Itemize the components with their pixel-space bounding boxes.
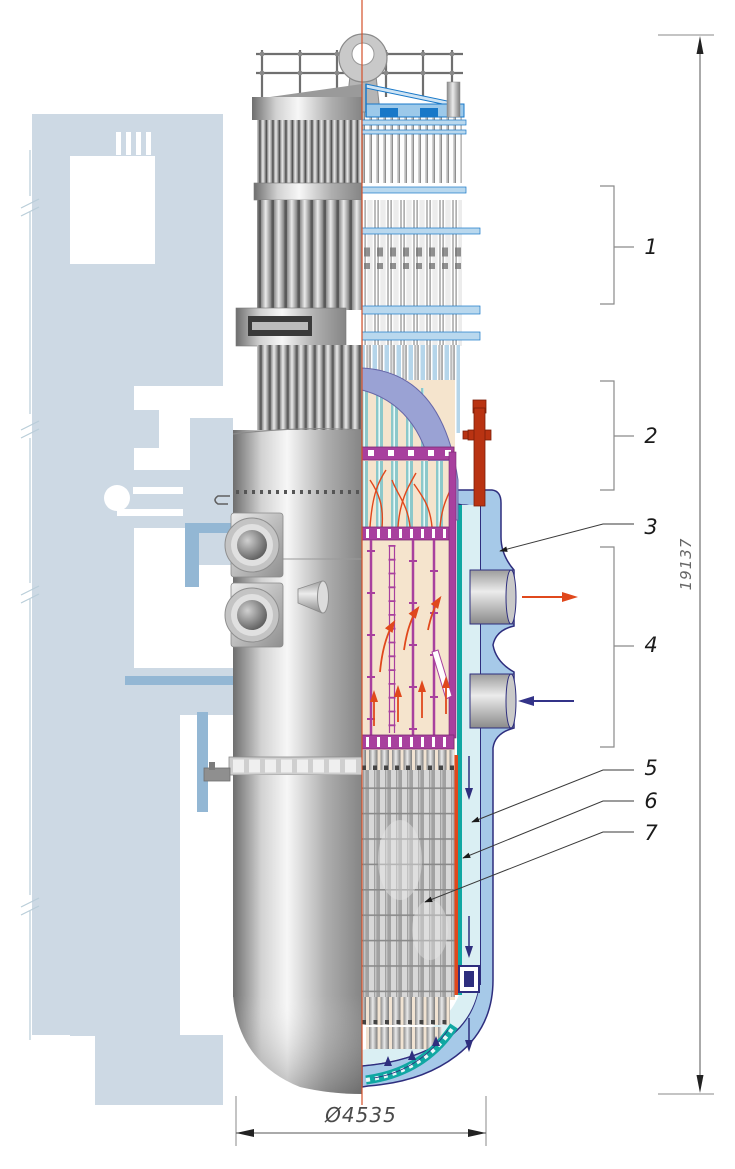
inlet-flow-arrow xyxy=(518,696,574,706)
core-barrel-wall xyxy=(457,505,462,995)
upper-grid-plate xyxy=(361,446,455,461)
containment-structure-silhouette xyxy=(32,114,233,1105)
core-barrel-snubber xyxy=(455,965,480,993)
vessel-exterior xyxy=(203,428,363,1094)
callout-bracket-1 xyxy=(600,185,634,305)
guide-tube-branches xyxy=(369,469,453,528)
core-upper-internals xyxy=(367,451,457,739)
containment-liner-accent xyxy=(125,523,233,812)
callout-label-5: 5 xyxy=(644,756,658,780)
service-platform-section xyxy=(365,81,465,118)
outlet-flow-arrow xyxy=(522,592,578,602)
inlet-nozzle xyxy=(469,673,517,729)
callout-label-2: 2 xyxy=(644,424,658,448)
core-outlet-flow-arrows xyxy=(370,595,450,726)
callout-leader-5 xyxy=(471,769,634,823)
downcomer-flow-arrows xyxy=(465,756,473,1052)
callout-leader-6 xyxy=(462,800,634,859)
nozzle-boss-lower xyxy=(224,582,284,648)
nozzle-boss-upper xyxy=(224,512,284,578)
downcomer-annulus xyxy=(362,505,480,1065)
callout-label-4: 4 xyxy=(644,633,658,657)
head-cap xyxy=(252,84,362,120)
outlet-nozzle xyxy=(469,569,517,625)
callout-label-7: 7 xyxy=(644,821,658,845)
callout-label-3: 3 xyxy=(644,515,658,539)
control-rod-drives xyxy=(235,107,481,433)
lower-core-plate xyxy=(361,734,455,750)
callout-leader-3 xyxy=(499,523,634,552)
vessel-internals-section xyxy=(361,367,492,1085)
callout-bracket-2 xyxy=(600,380,634,491)
protection-tube-plate xyxy=(361,526,455,541)
bottom-internals xyxy=(362,997,458,1085)
support-flange-ring xyxy=(203,756,363,782)
section-break-line xyxy=(20,150,40,1040)
head-stud-detail xyxy=(214,495,230,505)
callout-label-1: 1 xyxy=(644,235,658,259)
callout-label-6: 6 xyxy=(644,789,658,813)
core-fuel-region xyxy=(362,755,458,997)
top-assembly xyxy=(252,33,465,120)
callout-leader-7 xyxy=(424,831,634,903)
height-dimension-line xyxy=(658,34,714,1095)
outer-diameter-dimension-label: Ø4535 xyxy=(325,1103,397,1127)
diameter-dimension-line xyxy=(235,1096,487,1146)
instrument-nozzle xyxy=(462,399,492,507)
overall-height-dimension-label: 19137 xyxy=(677,537,695,591)
small-side-nozzle xyxy=(297,580,329,614)
callout-bracket-4 xyxy=(600,546,634,748)
vessel-wall-section xyxy=(361,489,578,1088)
callout-leaders xyxy=(424,185,634,903)
